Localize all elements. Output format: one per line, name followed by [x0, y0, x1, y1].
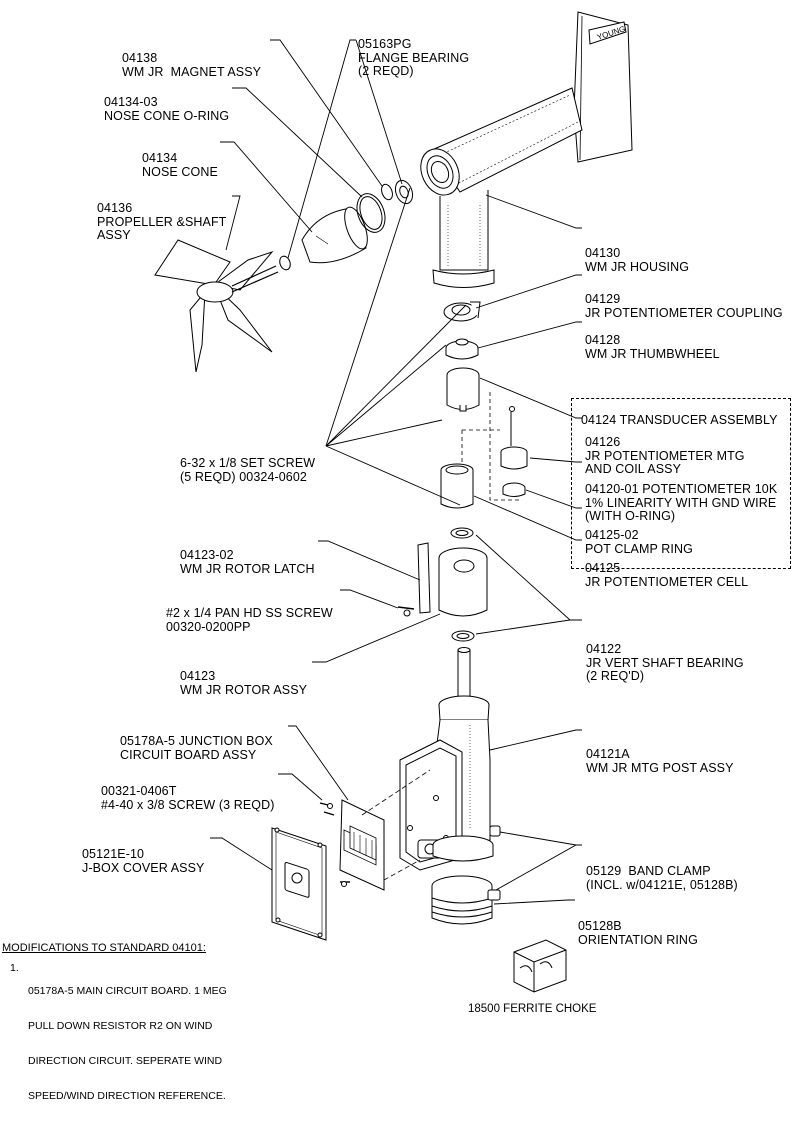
nose-cone: [301, 206, 368, 264]
label-screw-4-40: 00321-0406T#4-40 x 3/8 SCREW (3 REQD): [101, 784, 275, 812]
pot-mount: [446, 367, 480, 412]
vert-bearing-lower: [451, 630, 475, 642]
pot-cell: [440, 463, 474, 509]
rotor: [438, 547, 488, 617]
coupling: [443, 301, 481, 322]
ferrite-choke: [513, 939, 567, 993]
label-transducer-assembly: 04124 TRANSDUCER ASSEMBLY: [581, 413, 778, 427]
vert-bearing-upper: [450, 527, 474, 539]
jbox-cover: [271, 827, 327, 941]
label-set-screw: 6-32 x 1/8 SET SCREW(5 REQD) 00324-0602: [180, 456, 316, 484]
pan-screw: [397, 606, 415, 610]
leader-lines: [210, 39, 582, 905]
screws-4-40: [319, 802, 350, 887]
exploded-parts-diagram: YOUNG: [2, 11, 791, 1102]
label-band-clamp: 05129 BAND CLAMP(INCL. w/04121E, 05128B): [586, 864, 738, 892]
transducer-assembly-box: [571, 398, 791, 569]
potentiometer: [500, 406, 528, 497]
circuit-board: [339, 799, 385, 891]
notes-title: MODIFICATIONS TO STANDARD 04101:: [2, 942, 206, 954]
orientation-ring: [431, 875, 501, 925]
rotor-latch: [417, 542, 431, 614]
housing: [420, 87, 583, 288]
note-item: 1. 05178A-5 MAIN CIRCUIT BOARD. 1 MEG PU…: [10, 962, 227, 1102]
band-clamp: [432, 825, 501, 862]
o-ring: [356, 193, 386, 233]
propeller: [154, 239, 279, 373]
thumbwheel: [445, 338, 479, 360]
tail-fin: YOUNG: [573, 11, 633, 163]
label-ferrite-choke: 18500 FERRITE CHOKE: [468, 1003, 597, 1015]
drawing-canvas: YOUNG: [154, 11, 633, 993]
flange-bearings: [279, 179, 414, 271]
junction-box: [399, 739, 463, 871]
